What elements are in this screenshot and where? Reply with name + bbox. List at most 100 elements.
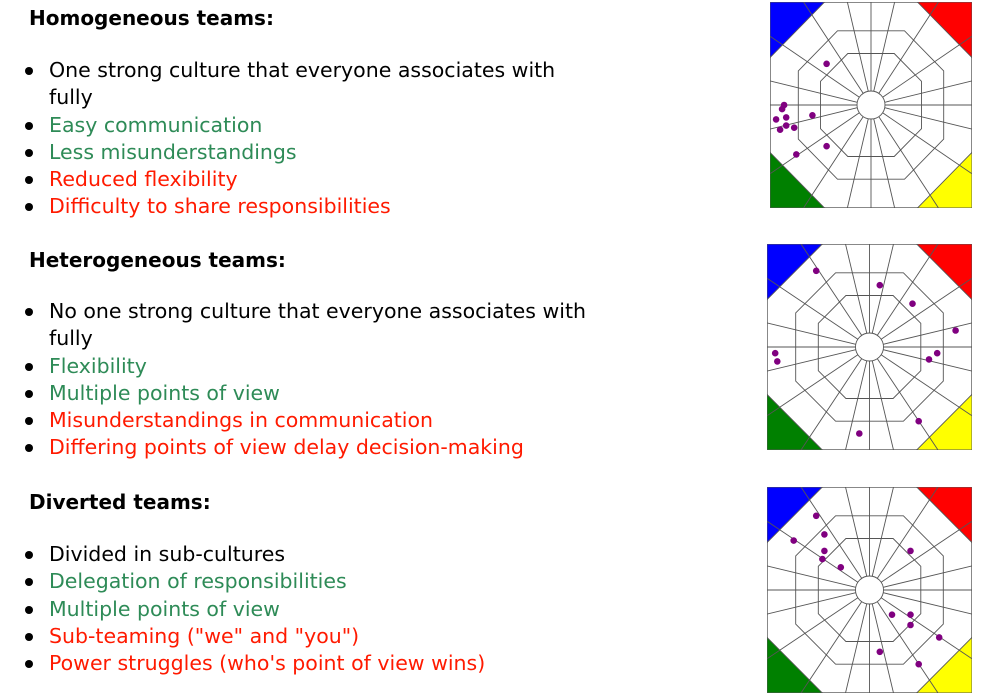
member-dot [915, 417, 922, 425]
corner-bottom-left [767, 636, 823, 693]
member-dot [856, 430, 863, 437]
corner-bottom-left [770, 151, 826, 208]
member-dot [819, 555, 826, 563]
bullet-text: No one strong culture that everyone asso… [49, 299, 586, 351]
bullet-text: Multiple points of view [49, 380, 280, 405]
bullet-dot-icon [25, 362, 33, 371]
spoke-line [878, 116, 939, 208]
bullet-dot-icon [25, 148, 33, 157]
bullet-item: Misunderstandings in communication [0, 407, 589, 434]
corner-bottom-right [916, 151, 972, 208]
spoke-line [876, 358, 939, 450]
corner-bottom-right [916, 393, 972, 450]
spoke-line [884, 107, 972, 130]
bullet-text: Delegation of responsibilities [49, 569, 347, 594]
spoke-line [871, 244, 894, 334]
spoke-line [770, 35, 860, 98]
spoke-line [767, 354, 859, 417]
spoke-line [882, 112, 972, 175]
corner-top-left [767, 487, 823, 544]
member-dot [925, 356, 933, 363]
member-dot [812, 512, 820, 520]
bullet-item: Multiple points of view [0, 380, 589, 407]
bullet-dot-icon [25, 308, 33, 316]
bullet-text: Reduced flexibility [49, 167, 238, 192]
culture-diagram-heterogeneous [767, 244, 972, 450]
spoke-line [873, 2, 896, 92]
culture-diagram-diverted [767, 487, 972, 693]
bullet-dot-icon [25, 444, 33, 453]
spoke-line [884, 80, 972, 103]
bullet-dot-icon [25, 121, 33, 130]
octagon-ring [795, 272, 944, 422]
member-dot [771, 349, 779, 357]
member-dot [915, 660, 922, 668]
section-heading: Homogeneous teams: [29, 6, 274, 30]
octagon-ring [795, 515, 944, 665]
corner-top-left [770, 2, 826, 59]
spoke-line [767, 597, 859, 660]
spoke-line [880, 277, 972, 340]
bullet-item: Easy communication [0, 112, 589, 139]
bullet-item: No one strong culture that everyone asso… [0, 298, 589, 353]
center-circle [856, 90, 886, 120]
member-dot [823, 60, 830, 68]
corner-top-right [916, 487, 972, 544]
bullet-dot-icon [25, 417, 33, 426]
bullet-item: Difficulty to share responsibilities [0, 193, 589, 220]
spoke-line [871, 603, 894, 693]
bullet-dot-icon [25, 660, 33, 669]
member-dot [876, 281, 884, 289]
corner-top-right [916, 244, 972, 301]
member-dot [876, 648, 884, 656]
bullet-item: Flexibility [0, 353, 589, 380]
spoke-line [845, 487, 868, 577]
spoke-line [803, 2, 864, 94]
member-dot [823, 142, 830, 150]
spoke-line [845, 244, 868, 334]
member-dot [790, 124, 798, 131]
bullet-text: Flexibility [49, 353, 147, 378]
member-dot [821, 531, 828, 538]
octagon-ring [817, 538, 922, 642]
octagon-ring [797, 30, 945, 180]
member-dot [772, 116, 780, 123]
bullet-list: No one strong culture that everyone asso… [0, 298, 589, 462]
bullet-item: Differing points of view delay decision-… [0, 434, 589, 461]
bullet-item: Reduced flexibility [0, 166, 589, 193]
spoke-line [880, 520, 972, 583]
member-dot [809, 112, 816, 119]
spoke-line [845, 360, 868, 450]
bullet-item: One strong culture that everyone associa… [0, 57, 589, 112]
spoke-line [770, 80, 858, 103]
bullet-dot-icon [25, 632, 33, 641]
corner-top-left [767, 244, 823, 301]
bullet-text: Difficulty to share responsibilities [49, 194, 391, 219]
spoke-line [883, 592, 972, 615]
bullet-item: Sub-teaming ("we" and "you") [0, 623, 589, 650]
bullet-text: Divided in sub-cultures [49, 542, 286, 566]
spoke-line [800, 487, 863, 579]
member-dot [909, 300, 916, 307]
member-dot [793, 151, 800, 158]
bullet-item: Less misunderstandings [0, 139, 589, 166]
spoke-line [767, 592, 856, 615]
member-dot [933, 349, 941, 357]
corner-bottom-left [767, 393, 823, 450]
spoke-line [876, 487, 939, 579]
bullet-text: Misunderstandings in communication [49, 408, 434, 433]
bullet-item: Delegation of responsibilities [0, 568, 589, 595]
bullet-text: Sub-teaming ("we" and "you") [49, 623, 360, 648]
spoke-line [876, 244, 939, 336]
spoke-line [767, 349, 856, 372]
member-dot [790, 537, 797, 544]
spoke-line [846, 118, 869, 208]
spoke-line [873, 118, 896, 208]
bullet-dot-icon [25, 176, 33, 185]
spoke-line [878, 2, 939, 94]
bullet-text: Less misunderstandings [49, 139, 297, 164]
bullet-text: Easy communication [49, 112, 263, 137]
bullet-dot-icon [25, 578, 33, 587]
spoke-line [846, 2, 869, 92]
